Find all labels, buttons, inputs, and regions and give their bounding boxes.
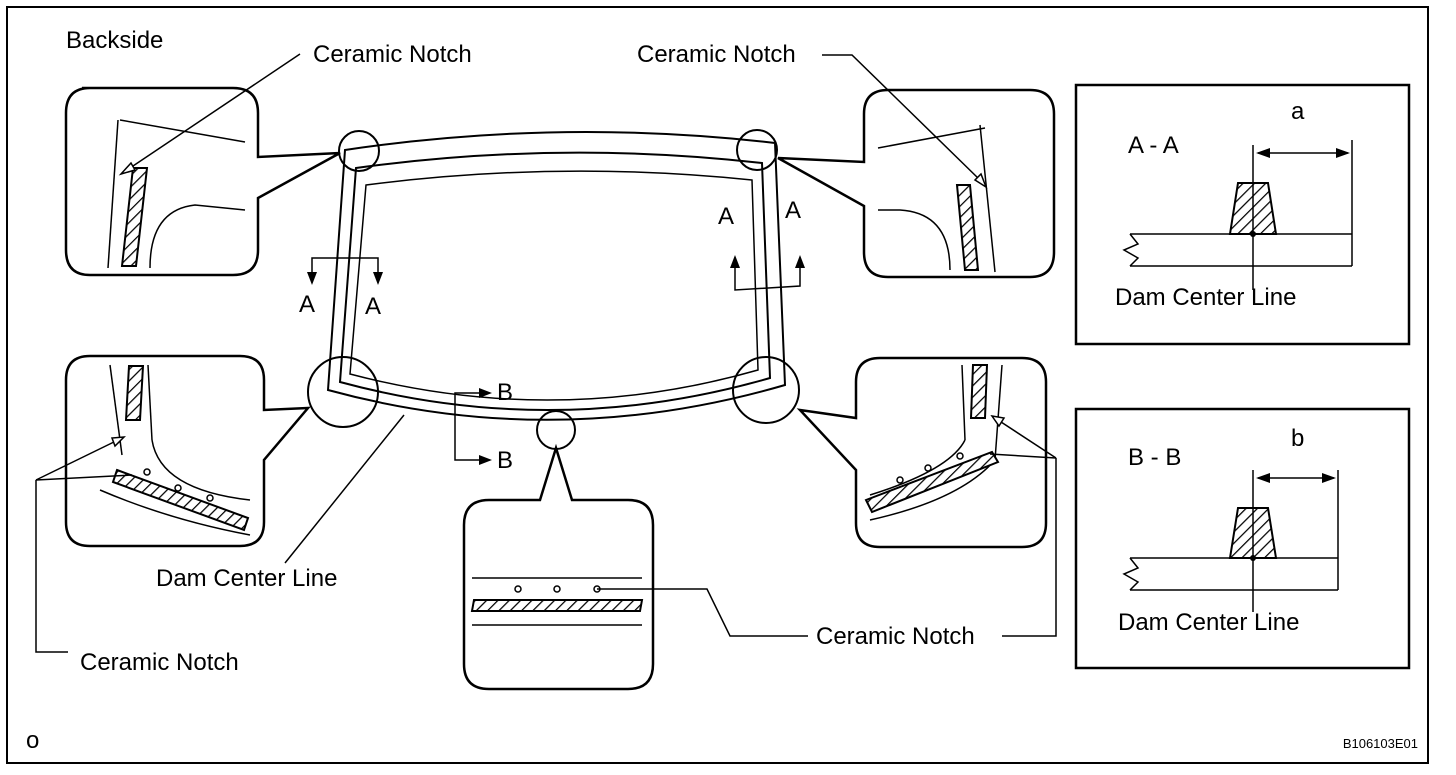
label-ceramic-notch-top-left: Ceramic Notch <box>313 41 472 68</box>
figure-id: B106103E01 <box>1343 736 1418 751</box>
section-b-title: B - B <box>1128 444 1181 471</box>
section-marker-a-right <box>730 255 805 291</box>
label-dam-center-line: Dam Center Line <box>156 565 337 592</box>
leader-lines <box>35 53 1057 653</box>
dimension-b-label: b <box>1291 425 1304 452</box>
section-marker-b <box>454 388 492 465</box>
label-backside: Backside <box>66 27 163 54</box>
label-ceramic-notch-bottom-left: Ceramic Notch <box>80 649 239 676</box>
detail-circle-bottom-left <box>307 356 379 428</box>
figure-frame <box>6 6 1429 764</box>
section-b-box <box>1074 407 1411 670</box>
windshield-glass <box>326 131 787 421</box>
label-section-b-2: B <box>497 447 513 474</box>
dimension-a-label: a <box>1291 98 1305 125</box>
detail-circle-top-left <box>338 130 380 172</box>
section-a-dam-center-line: Dam Center Line <box>1115 284 1296 311</box>
label-section-b-1: B <box>497 379 513 406</box>
corner-mark: o <box>26 727 39 754</box>
callout-top-right <box>777 88 1056 279</box>
callout-bottom-center <box>462 443 655 691</box>
callout-top-left <box>64 86 341 277</box>
detail-circle-bottom-center <box>536 410 576 450</box>
section-a-box <box>1074 83 1411 346</box>
label-section-a-2: A <box>365 293 381 320</box>
label-ceramic-notch-top-right: Ceramic Notch <box>637 41 796 68</box>
detail-circle-bottom-right <box>732 356 800 424</box>
callout-bottom-left <box>64 354 311 548</box>
section-b-dam-center-line: Dam Center Line <box>1118 609 1299 636</box>
section-a-title: A - A <box>1128 132 1179 159</box>
label-section-a-1: A <box>299 291 315 318</box>
detail-circle-top-right <box>736 129 778 171</box>
label-ceramic-notch-bottom-right: Ceramic Notch <box>816 623 975 650</box>
section-marker-a-left <box>307 257 383 285</box>
label-section-a-4: A <box>785 197 801 224</box>
label-section-a-3: A <box>718 203 734 230</box>
callout-bottom-right <box>796 356 1048 549</box>
